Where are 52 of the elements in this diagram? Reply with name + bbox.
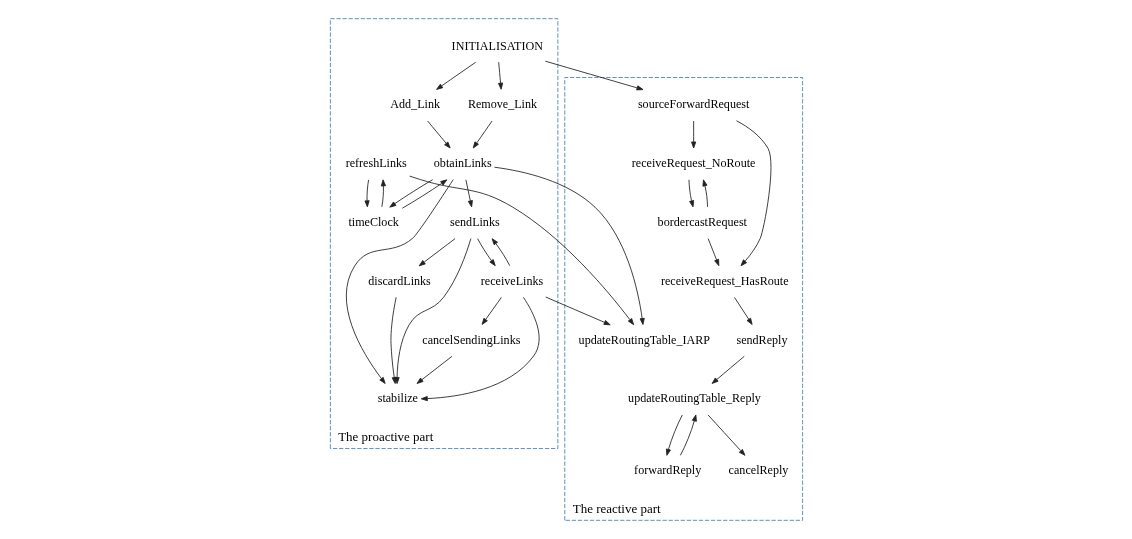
arrow <box>733 297 753 325</box>
arrow <box>688 179 694 208</box>
arrow <box>426 120 451 149</box>
node-text: timeClock <box>347 214 399 229</box>
arrow <box>408 175 634 326</box>
arrow <box>416 355 452 384</box>
arrow <box>493 166 645 325</box>
arrow <box>364 179 370 208</box>
arrow <box>476 238 496 267</box>
arrow <box>491 238 510 267</box>
arrow <box>701 179 708 208</box>
node-text: cancelSendingLinks <box>421 332 520 347</box>
arrow <box>690 120 696 149</box>
arrow <box>464 179 473 208</box>
node-text: sourceForwardRequest <box>637 97 749 112</box>
arrow <box>707 414 745 456</box>
node-text: Add_Link <box>389 97 440 112</box>
arrow <box>665 414 683 456</box>
node-text: stabilize <box>377 391 418 406</box>
arrow <box>735 120 771 267</box>
node-text: updateRoutingTable_Reply <box>627 391 761 406</box>
node-text: cancelReply <box>728 463 788 478</box>
node-text: sendReply <box>735 332 787 347</box>
arrow <box>679 414 697 456</box>
node-text: receiveRequest_NoRoute <box>631 156 755 171</box>
arrow <box>435 61 476 90</box>
node-text: sendLinks <box>449 214 500 229</box>
node-text: INITIALISATION <box>451 38 543 53</box>
arrow <box>394 238 471 384</box>
node-text: refreshLinks <box>345 156 407 171</box>
arrow <box>544 60 643 91</box>
arrow <box>401 179 447 209</box>
arrow <box>418 238 455 267</box>
arrow <box>472 120 492 149</box>
arrow <box>481 297 502 325</box>
arrow <box>544 296 611 326</box>
arrow <box>420 296 539 402</box>
arrow <box>390 296 397 384</box>
arrow <box>388 179 433 208</box>
arrow <box>345 179 454 384</box>
node-text: receiveRequest_HasRoute <box>660 273 789 288</box>
node-text: Remove_Link <box>467 97 537 112</box>
arrow <box>707 238 719 267</box>
arrow <box>497 61 503 90</box>
node-text: obtainLinks <box>433 156 492 171</box>
node-text: receiveLinks <box>480 273 543 288</box>
node-text: forwardReply <box>633 463 701 478</box>
node-text: discardLinks <box>367 273 431 288</box>
node-text: bordercastRequest <box>657 214 747 229</box>
arrow <box>711 355 745 384</box>
arrow <box>380 179 386 208</box>
node-text: updateRoutingTable_IARP <box>578 332 710 347</box>
